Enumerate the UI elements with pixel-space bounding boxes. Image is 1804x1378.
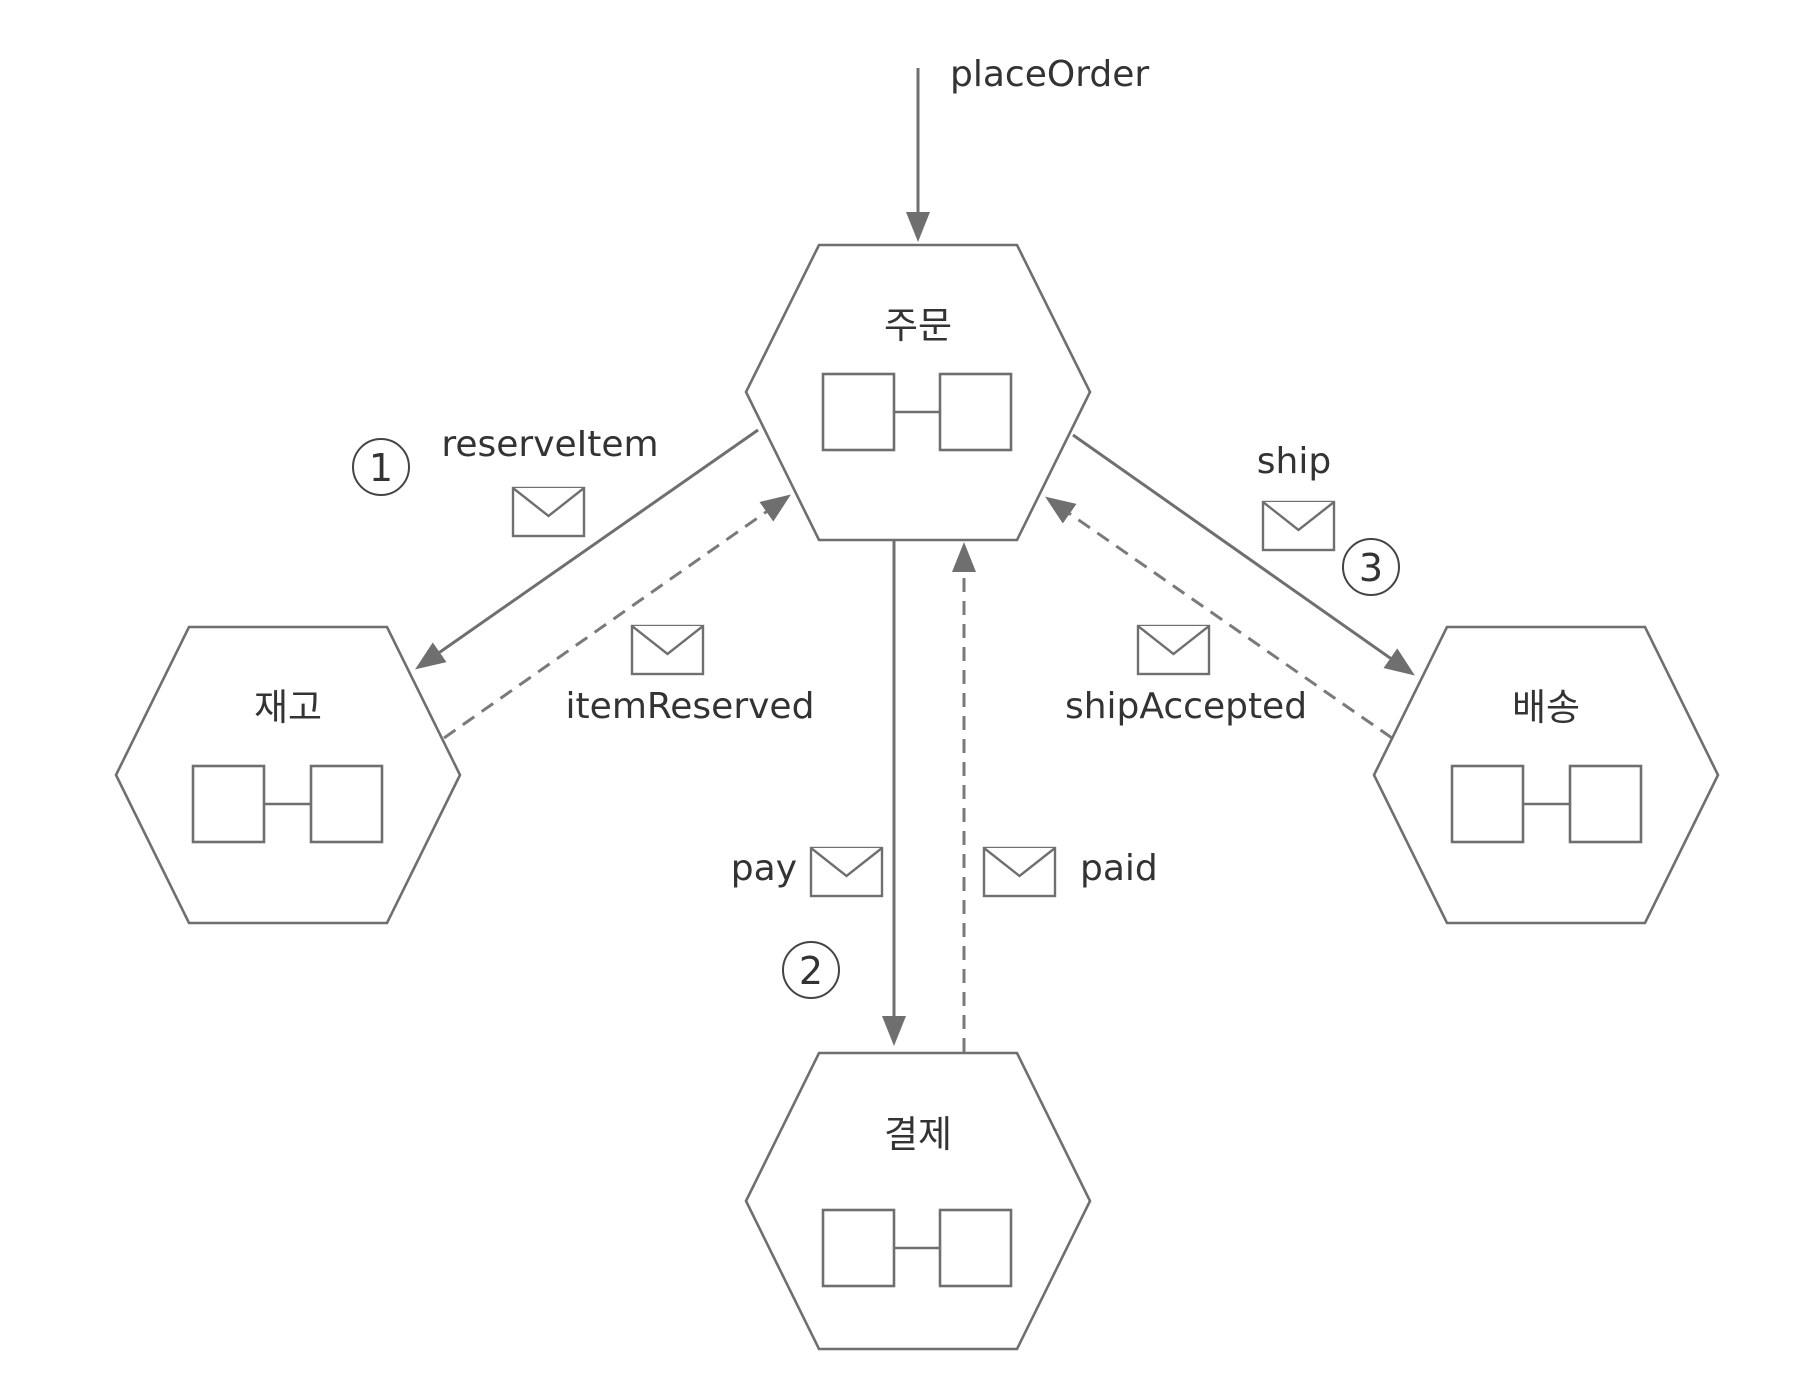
component-icon [821, 372, 1013, 452]
step-number: 1 [369, 446, 393, 490]
order-service-label: 주문 [884, 304, 952, 347]
reserve-item-label: reserveItem [441, 424, 658, 465]
inventory-service: 재고 [114, 625, 462, 925]
step-number: 2 [799, 949, 823, 993]
step-marker-2: 2 [782, 941, 840, 999]
step-number: 3 [1359, 546, 1383, 590]
step-marker-1: 1 [352, 438, 410, 496]
step-marker-3: 3 [1342, 538, 1400, 596]
payment-service: 결제 [744, 1051, 1092, 1351]
item-reserved-label: itemReserved [566, 686, 815, 727]
envelope-icon [982, 846, 1057, 898]
shipping-service: 배송 [1372, 625, 1720, 925]
pay-label: pay [731, 848, 797, 889]
inventory-service-label: 재고 [254, 686, 322, 729]
payment-service-label: 결제 [884, 1113, 952, 1156]
ship-label: ship [1257, 441, 1331, 482]
shipping-hexagon [1372, 625, 1720, 925]
component-icon [821, 1208, 1013, 1288]
envelope-icon [511, 486, 586, 538]
ship-accepted-label: shipAccepted [1065, 686, 1307, 727]
reserve-item-arrow [415, 428, 759, 670]
payment-hexagon [744, 1051, 1092, 1351]
item-reserved-arrow [443, 494, 791, 740]
order-hexagon [744, 243, 1092, 542]
component-icon [191, 764, 384, 844]
envelope-icon [630, 624, 705, 676]
shipping-service-label: 배송 [1512, 686, 1580, 729]
ship-accepted-arrow [1045, 496, 1393, 740]
place-order-label: placeOrder [950, 54, 1149, 95]
paid-label: paid [1080, 848, 1158, 889]
ship-arrow [1072, 433, 1415, 676]
inventory-hexagon [114, 625, 462, 925]
envelope-icon [1261, 500, 1336, 552]
order-service: 주문 [744, 243, 1092, 542]
component-icon [1450, 764, 1643, 844]
envelope-icon [809, 846, 884, 898]
envelope-icon [1136, 624, 1211, 676]
